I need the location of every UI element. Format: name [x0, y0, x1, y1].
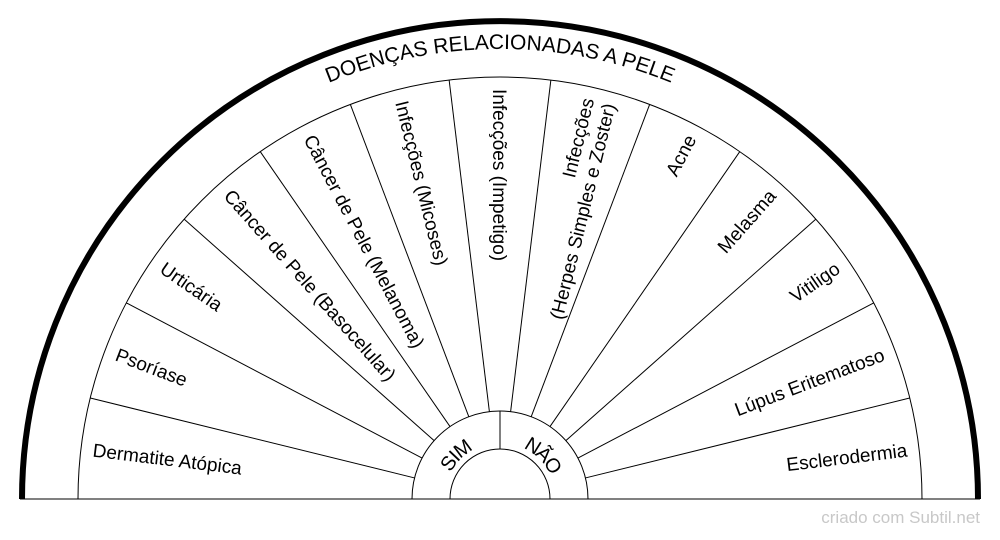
sector-label: Esclerodermia: [785, 441, 909, 477]
outer-arc: [19, 18, 981, 500]
sector-label: Câncer de Pele (Basocelular): [219, 186, 399, 386]
sector-7[interactable]: Infecções (Impetigo): [488, 89, 509, 261]
no-label[interactable]: NÃO: [521, 433, 566, 478]
sector-divider: [585, 397, 910, 479]
sector-divider: [349, 104, 470, 417]
hub-inner-arc: [449, 448, 551, 500]
sector-9[interactable]: Acne: [662, 132, 701, 180]
sector-label: Infecções (Impetigo): [488, 89, 509, 261]
sector-divider: [565, 218, 817, 442]
sector-4[interactable]: Câncer de Pele (Basocelular): [219, 186, 399, 386]
sector-divider: [183, 218, 435, 442]
sector-2[interactable]: Psoríase: [112, 345, 190, 391]
sector-ring-arc: [77, 76, 923, 500]
sector-divider: [530, 104, 651, 417]
sector-13[interactable]: Esclerodermia: [785, 441, 909, 477]
sector-divider: [448, 80, 490, 412]
sector-label: Acne: [662, 132, 701, 180]
sector-divider: [510, 80, 552, 412]
sector-label: Melasma: [714, 186, 781, 258]
sector-label: Infecções (Micoses): [390, 99, 451, 268]
sector-6[interactable]: Infecções (Micoses): [390, 99, 451, 268]
sector-divider: [259, 151, 451, 427]
sector-3[interactable]: Urticária: [156, 259, 226, 317]
sector-divider: [126, 302, 423, 459]
sector-divider: [90, 397, 415, 479]
sector-8[interactable]: Infecções(Herpes Simples e Zoster): [526, 96, 621, 322]
sector-label: Dermatite Atópica: [92, 441, 244, 480]
sector-divider: [577, 302, 874, 459]
sector-11[interactable]: Vitiligo: [787, 259, 845, 308]
sector-label: Vitiligo: [787, 259, 845, 308]
yes-label[interactable]: SIM: [436, 435, 476, 475]
sector-label: Urticária: [156, 259, 226, 317]
sector-10[interactable]: Melasma: [714, 186, 781, 258]
sector-divider: [549, 151, 741, 427]
sector-1[interactable]: Dermatite Atópica: [92, 441, 244, 480]
footer-credit[interactable]: criado com Subtil.net: [821, 508, 980, 527]
sector-label: Psoríase: [112, 345, 190, 391]
